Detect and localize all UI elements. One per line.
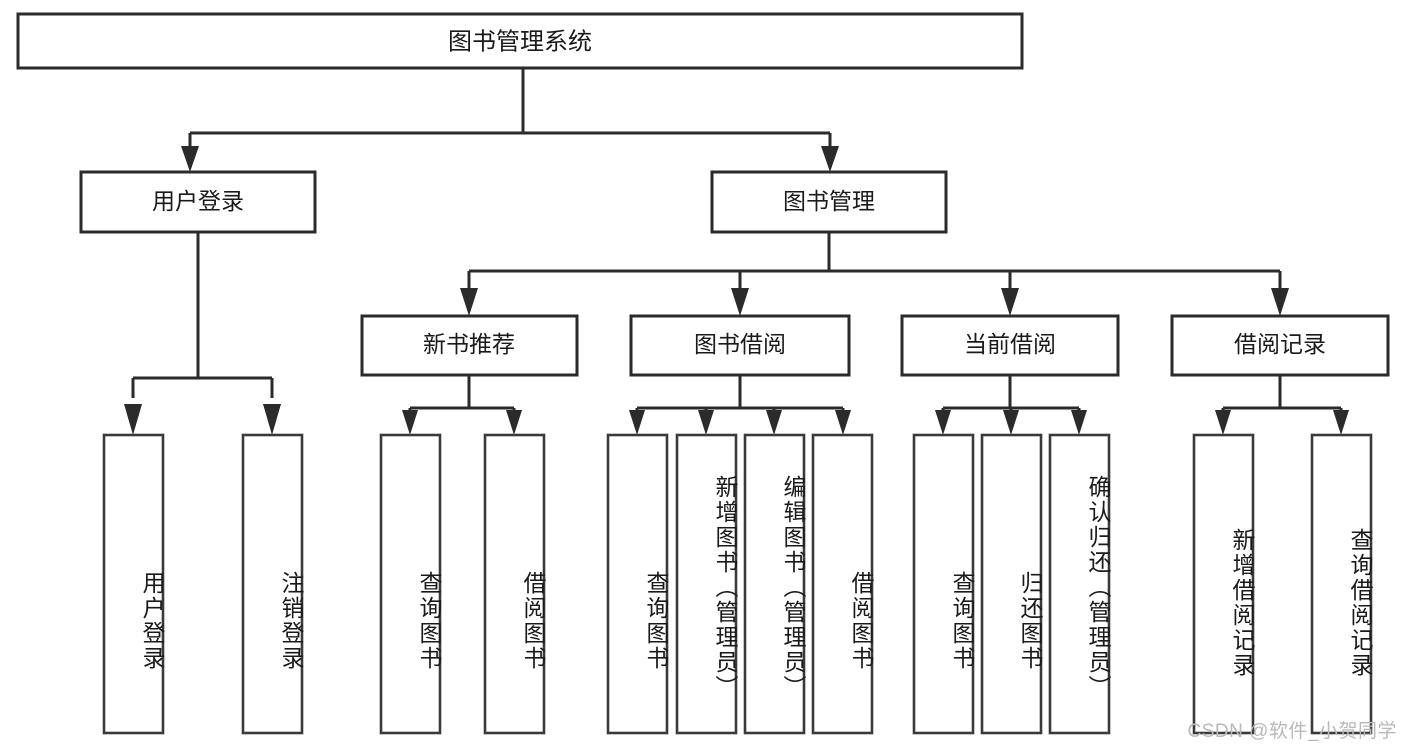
node-root-label: 图书管理系统 [448,28,592,55]
leaf-boxes [102,433,1373,735]
connector-borrowrecord-to-leaves [1215,375,1349,435]
node-borrow-record[interactable]: 借阅记录 [1170,314,1390,377]
node-user-login[interactable]: 用户登录 [79,170,317,234]
leaf-box-user-login [102,433,165,735]
leaf-box-add-book [675,433,738,735]
leaf-box-confirm-return [1048,433,1111,735]
connector-currentborrow-to-leaves [935,375,1087,435]
connector-root-to-level2 [181,68,839,172]
node-new-book-recommend-label: 新书推荐 [423,331,515,357]
leaf-box-query-book-1 [379,433,442,735]
connector-newbook-to-leaves [402,375,522,435]
node-book-borrow[interactable]: 图书借阅 [629,314,851,377]
leaf-box-borrow-book-1 [483,433,546,735]
leaf-box-return-book [980,433,1043,735]
leaf-box-borrow-book-2 [811,433,874,735]
node-book-borrow-label: 图书借阅 [694,331,786,357]
node-root[interactable]: 图书管理系统 [16,12,1024,70]
node-borrow-record-label: 借阅记录 [1234,331,1326,357]
node-book-management-label: 图书管理 [783,188,875,214]
leaf-box-query-record [1310,433,1373,735]
leaf-box-query-book-3 [912,433,975,735]
node-user-login-label: 用户登录 [152,188,244,214]
node-current-borrow-label: 当前借阅 [964,331,1056,357]
leaf-box-edit-book [743,433,806,735]
leaf-box-logout [241,433,304,735]
node-book-management[interactable]: 图书管理 [710,170,948,234]
node-new-book-recommend[interactable]: 新书推荐 [360,314,579,377]
leaf-box-add-record [1192,433,1255,735]
leaf-box-query-book-2 [606,433,669,735]
csdn-watermark: CSDN @软件_小贺同学 [1187,721,1397,742]
connector-bookborrow-to-leaves [629,375,851,435]
connector-bookmgmt-to-level3 [460,232,1289,316]
connector-userlogin-to-leaves [124,232,281,435]
node-current-borrow[interactable]: 当前借阅 [900,314,1120,377]
